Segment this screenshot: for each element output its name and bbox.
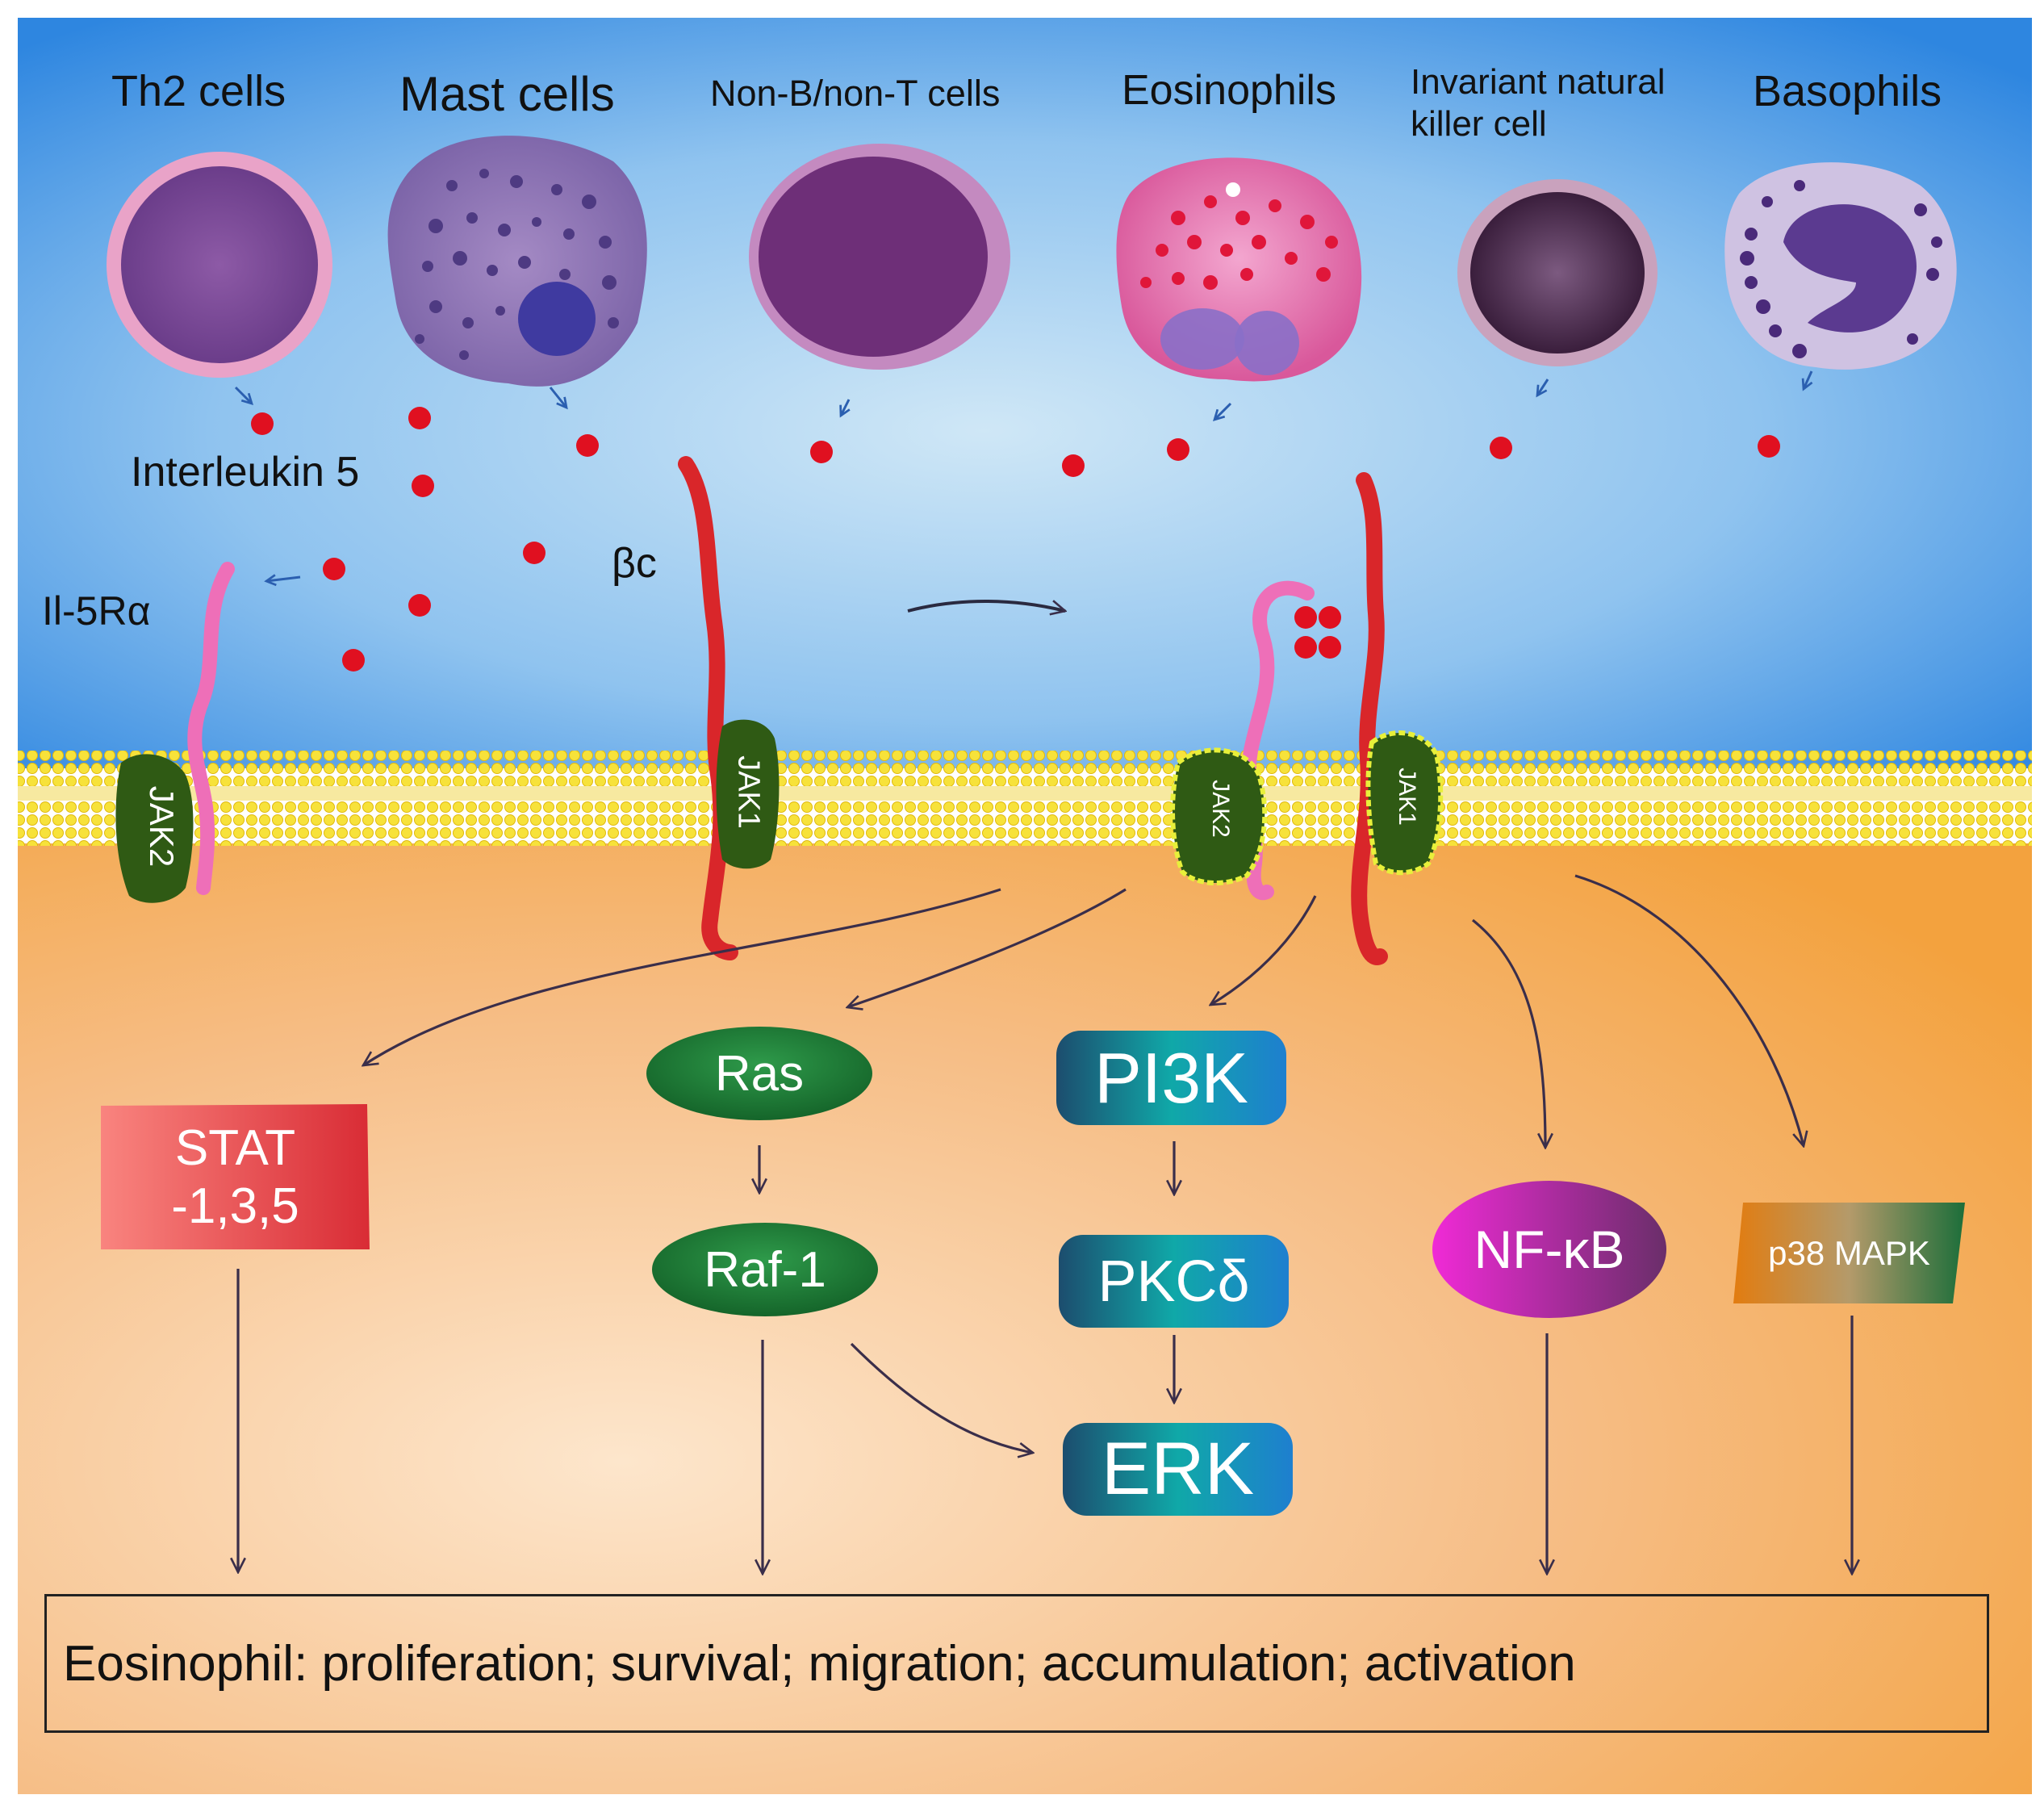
outcome-text: Eosinophil: proliferation; survival; mig… xyxy=(63,1635,1576,1692)
cell-label-inkt: Invariant natural killer cell xyxy=(1411,62,1666,144)
cell-membrane xyxy=(18,751,2032,846)
il5ra-receptor-active xyxy=(1241,580,1315,901)
jak2-icon-active xyxy=(1170,747,1268,886)
erk-node: ERK xyxy=(1101,1428,1255,1510)
beta-c-receptor-left xyxy=(678,456,738,960)
cell-label-th2: Th2 cells xyxy=(111,67,286,115)
erk-node-shape xyxy=(1063,1423,1293,1516)
p38-node-shape xyxy=(1733,1203,1965,1303)
ras-node: Ras xyxy=(714,1045,805,1102)
nfkb-node-shape xyxy=(1432,1181,1666,1318)
beta-c-label: βc xyxy=(612,540,657,587)
raf-node-shape xyxy=(652,1223,878,1316)
il5-molecules xyxy=(251,407,1780,672)
activation-arrow xyxy=(907,600,1065,611)
jak1-icon-active xyxy=(1365,730,1444,876)
outcome-box: Eosinophil: proliferation; survival; mig… xyxy=(44,1594,1989,1733)
jak2-icon-left xyxy=(115,754,194,903)
jak1-icon-left xyxy=(716,719,780,869)
jak2-label-active: JAK2 xyxy=(1207,780,1234,838)
raf-node: Raf-1 xyxy=(704,1241,826,1298)
secretion-arrows xyxy=(234,370,1813,587)
extracellular-space xyxy=(18,18,2032,768)
eosinophil-cell-icon xyxy=(1116,157,1362,382)
pi3k-node: PI3K xyxy=(1094,1037,1248,1118)
jak1-label-left: JAK1 xyxy=(731,755,766,829)
pkc-node-shape xyxy=(1059,1235,1289,1328)
non-b-non-t-cell-icon xyxy=(749,144,1010,370)
pkc-node: PKCδ xyxy=(1097,1249,1250,1314)
jak2-label-left: JAK2 xyxy=(143,785,181,868)
cell-label-basophils: Basophils xyxy=(1753,67,1942,115)
invariant-nkt-cell-icon xyxy=(1457,179,1658,366)
cell-label-mast: Mast cells xyxy=(399,67,615,121)
p38-node: p38 MAPK xyxy=(1768,1233,1930,1272)
basophil-cell-icon xyxy=(1724,162,1957,370)
jak1-label-active: JAK1 xyxy=(1394,768,1420,826)
cell-label-non-b-non-t: Non-B/non-T cells xyxy=(710,73,1001,114)
ras-node-shape xyxy=(646,1027,872,1120)
beta-c-receptor-active xyxy=(1351,472,1388,965)
cytoplasm xyxy=(18,843,2032,1794)
interleukin-5-label: Interleukin 5 xyxy=(131,449,360,496)
stat-node-shape xyxy=(101,1104,370,1249)
il5ra-label: Il-5Rα xyxy=(42,588,151,634)
pathway-arrows xyxy=(238,874,1852,1574)
pi3k-node-shape xyxy=(1056,1031,1286,1125)
nfkb-node: NF-κB xyxy=(1474,1220,1625,1279)
cell-label-eosinophils: Eosinophils xyxy=(1122,67,1336,114)
mast-cell-icon xyxy=(387,136,647,387)
th2-cell-icon xyxy=(107,152,332,378)
stat-node: STAT -1,3,5 xyxy=(171,1120,299,1234)
il5ra-receptor-left xyxy=(187,562,235,895)
